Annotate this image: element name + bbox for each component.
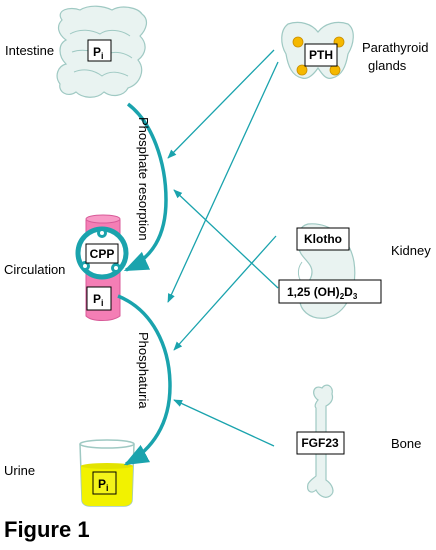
fgf23-box: FGF23 [296, 431, 345, 455]
svg-text:Pi: Pi [98, 477, 109, 493]
cpp-box: CPP [85, 243, 119, 264]
svg-text:1,25 (OH)2D3: 1,25 (OH)2D3 [287, 285, 358, 301]
svg-text:FGF23: FGF23 [301, 436, 339, 450]
figure-caption: Figure 1 [4, 517, 90, 542]
svg-text:Klotho: Klotho [304, 232, 342, 246]
svg-text:Pi: Pi [93, 292, 104, 308]
calcitriol-box: 1,25 (OH)2D3 [278, 279, 382, 304]
phosphate-resorption-arc [123, 102, 168, 272]
circulation-pi-box: Pi [86, 286, 112, 311]
beaker-icon [79, 439, 135, 507]
kidney-label: Kidney [391, 243, 431, 258]
svg-text:Pi: Pi [93, 45, 104, 61]
arrow-fgf23-to-phosphaturia [173, 399, 275, 447]
phosphaturia-label: Phosphaturia [136, 332, 151, 409]
parathyroid-label-line1: Parathyroid [362, 40, 428, 55]
phosphate-resorption-label: Phosphate resorption [136, 117, 151, 241]
intestine-pi-box: Pi [87, 39, 112, 62]
urine-label: Urine [4, 463, 35, 478]
intestine-label: Intestine [5, 43, 54, 58]
klotho-box: Klotho [296, 227, 350, 251]
circulation-label: Circulation [4, 262, 65, 277]
arrow-klotho-to-phosphaturia [173, 235, 277, 351]
urine-pi-box: Pi [92, 471, 117, 495]
bone-label: Bone [391, 436, 421, 451]
arrow-pth-to-phosphaturia [167, 61, 279, 303]
pth-box: PTH [304, 43, 338, 67]
phosphaturia-arc [117, 294, 172, 466]
parathyroid-label-line2: glands [368, 58, 407, 73]
arrow-pth-to-resorption [167, 49, 275, 159]
svg-text:CPP: CPP [90, 247, 115, 261]
arrow-calcitriol-to-resorption [173, 189, 279, 289]
svg-text:PTH: PTH [309, 48, 333, 62]
